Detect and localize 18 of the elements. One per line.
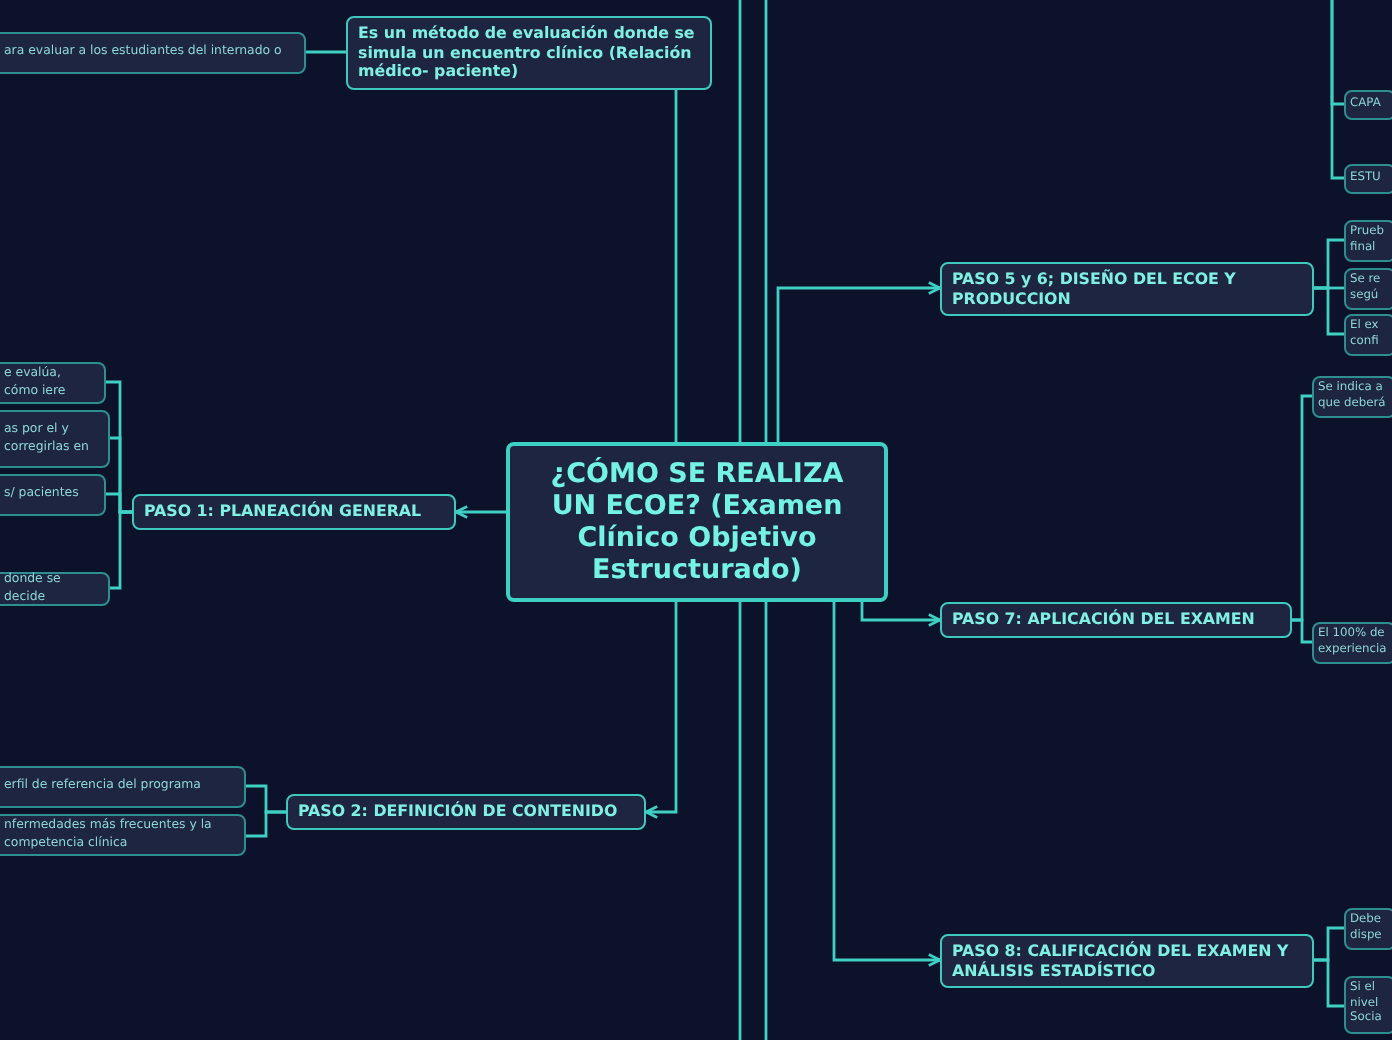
connector: [1314, 958, 1344, 1008]
connector: [306, 50, 346, 54]
connector: [110, 510, 132, 590]
connector: [674, 90, 678, 442]
connector: [1330, 0, 1344, 180]
connector: [764, 0, 768, 442]
connector: [1292, 618, 1312, 644]
connector: [832, 602, 942, 967]
connector: [738, 602, 742, 1040]
connector: [644, 602, 678, 819]
connector: [1314, 286, 1344, 336]
connector: [776, 281, 942, 442]
connector: [454, 505, 506, 519]
connector: [246, 810, 286, 838]
connector: [764, 602, 768, 1040]
connector: [738, 0, 742, 442]
central-topic-box: ¿CÓMO SE REALIZA UN ECOE? (Examen Clínico Objetivo Estructurado): [506, 442, 888, 602]
connector: [860, 602, 942, 627]
